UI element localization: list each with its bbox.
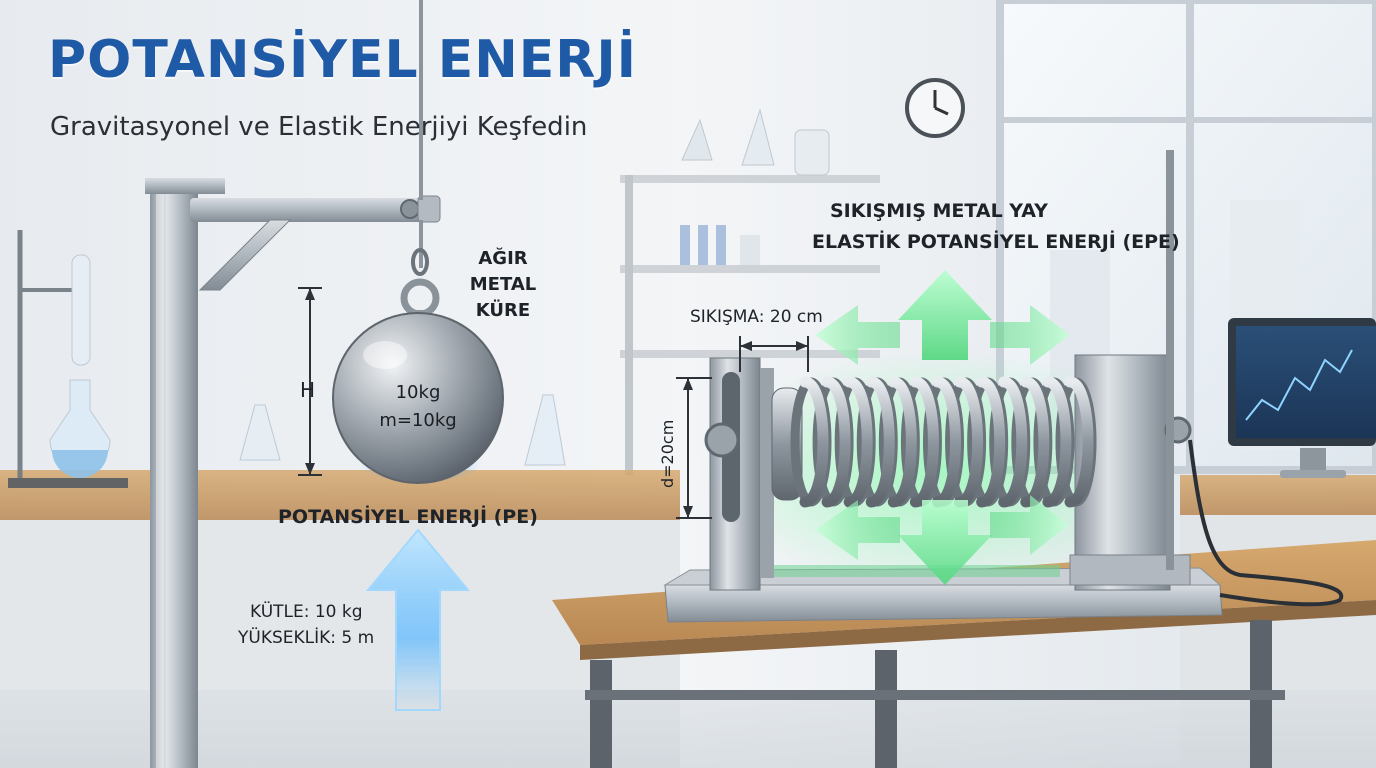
page-subtitle: Gravitasyonel ve Elastik Enerjiyi Keşfed… [50,112,588,142]
page-title: POTANSİYEL ENERJİ [48,30,638,90]
spring-coil-front [821,376,851,508]
ball-formula: m=10kg [379,410,457,431]
epe-down-arrow-icon [898,500,992,585]
height-symbol: H [300,378,316,402]
spring-coil-front [932,376,961,508]
ball-label-line1: AĞIR [478,248,528,269]
epe-arrows [815,270,1070,585]
flask-icon [8,230,566,488]
pe-up-arrow-icon [365,528,471,711]
ball-mass: 10kg [395,382,441,403]
height-readout: YÜKSEKLİK: 5 m [238,628,375,648]
pendulum-stand [145,0,441,768]
height-dimension [298,287,322,476]
mass-readout: KÜTLE: 10 kg [250,602,363,622]
diameter-readout: d=20cm [658,419,677,488]
epe-left-lower-arrow-icon [815,500,900,560]
spring-coil-front [799,376,829,508]
back-shelves [620,108,880,475]
spring-title: SIKIŞMIŞ METAL YAY [830,200,1048,222]
spring-coil-front [1020,376,1050,508]
spring-coil-front [1064,376,1094,508]
ball-label-line2: METAL [469,274,537,295]
spring-coil-front [843,376,873,508]
pe-label: POTANSİYEL ENERJİ (PE) [278,506,538,528]
spring-coil-front [976,376,1006,508]
metal-ball [332,312,504,484]
wall-clock-icon [905,78,965,138]
diameter-dimension [676,377,712,519]
spring-coil-front [865,376,895,508]
epe-up-arrow-icon [898,270,992,360]
epe-right-arrow-icon [990,305,1070,365]
spring-coil-front [1042,376,1072,508]
spring-coil-front [909,376,939,508]
compression-readout: SIKIŞMA: 20 cm [690,307,823,327]
spring-coils [790,376,1097,508]
spring-coil-front [954,376,983,508]
epe-title: ELASTİK POTANSİYEL ENERJİ (EPE) [812,231,1180,253]
epe-right-lower-arrow-icon [990,495,1068,555]
spring-coil-front [887,376,917,508]
ball-object-label: AĞIR METAL KÜRE [448,246,558,324]
epe-left-arrow-icon [815,305,900,365]
ball-label-line3: KÜRE [475,300,531,321]
compression-dimension [739,336,809,372]
monitor-icon [1228,318,1376,478]
spring-coil-front [998,376,1028,508]
